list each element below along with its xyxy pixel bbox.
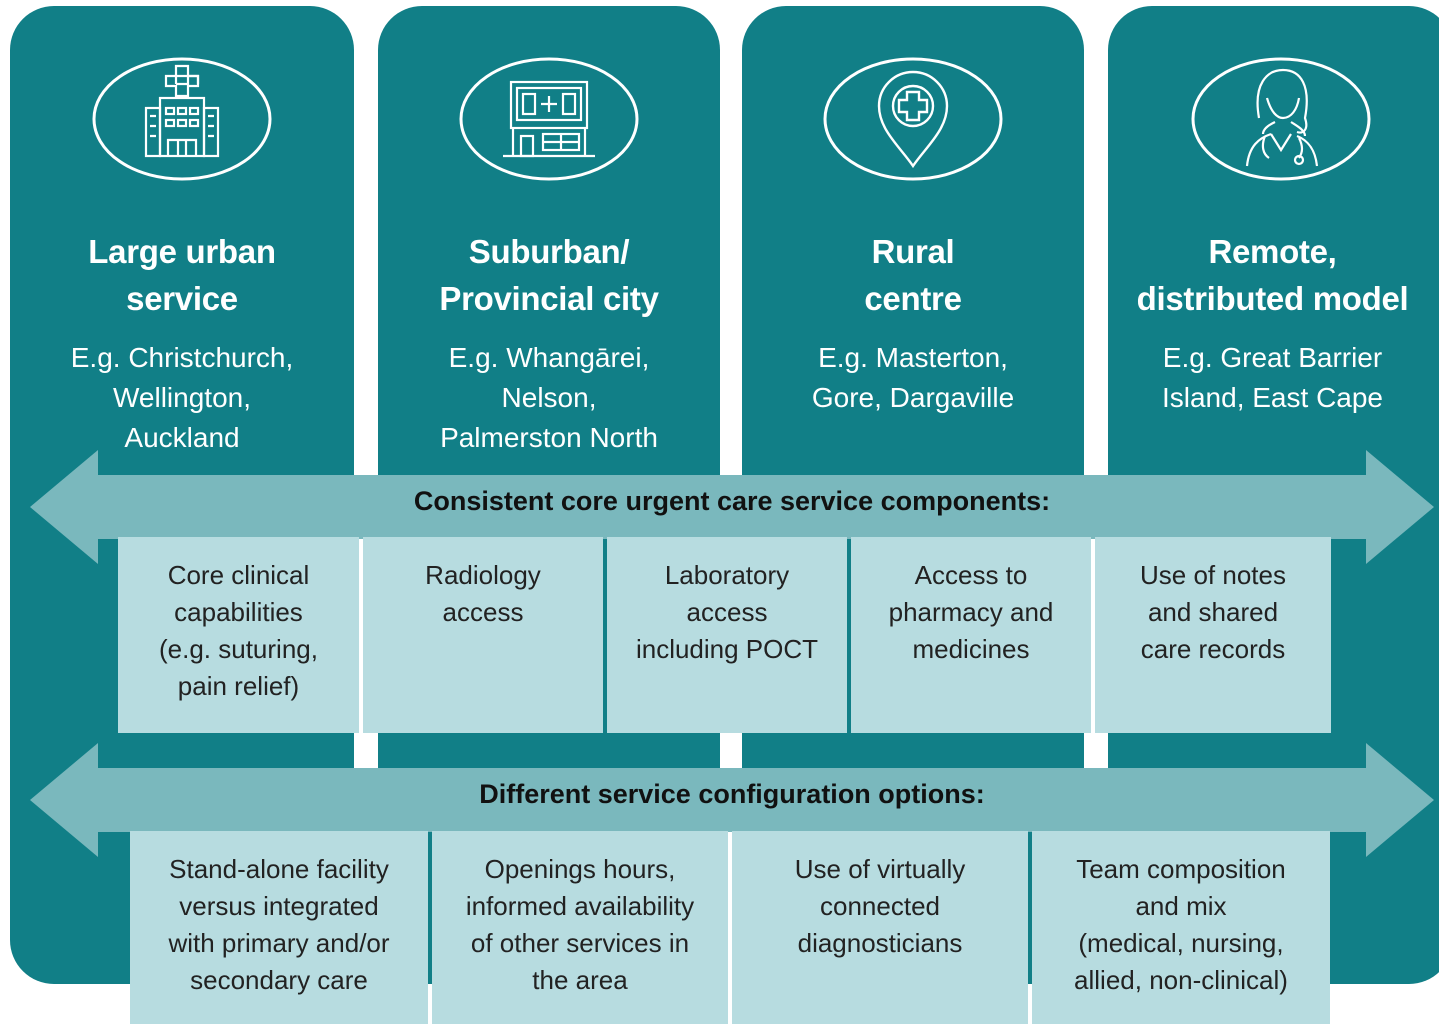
configuration-options-arrow: Different service configuration options: — [30, 743, 1434, 857]
column-title: Remote,distributed model — [1136, 233, 1409, 317]
clinic-building-icon — [459, 54, 639, 184]
column-examples: E.g. Whangārei,Nelson,Palmerston North — [440, 342, 658, 453]
core-components-label: Consistent core urgent care service comp… — [413, 486, 1051, 516]
hospital-icon — [92, 54, 272, 184]
column-examples: E.g. Masterton,Gore, Dargaville — [811, 342, 1015, 413]
core-components-arrow: Consistent core urgent care service comp… — [30, 450, 1434, 564]
configuration-options-label: Different service configuration options: — [479, 779, 985, 809]
doctor-icon — [1191, 54, 1371, 184]
column-title: Suburban/Provincial city — [439, 233, 659, 317]
column-examples: E.g. Christchurch,Wellington,Auckland — [70, 342, 294, 453]
medical-location-pin-icon — [823, 54, 1003, 184]
